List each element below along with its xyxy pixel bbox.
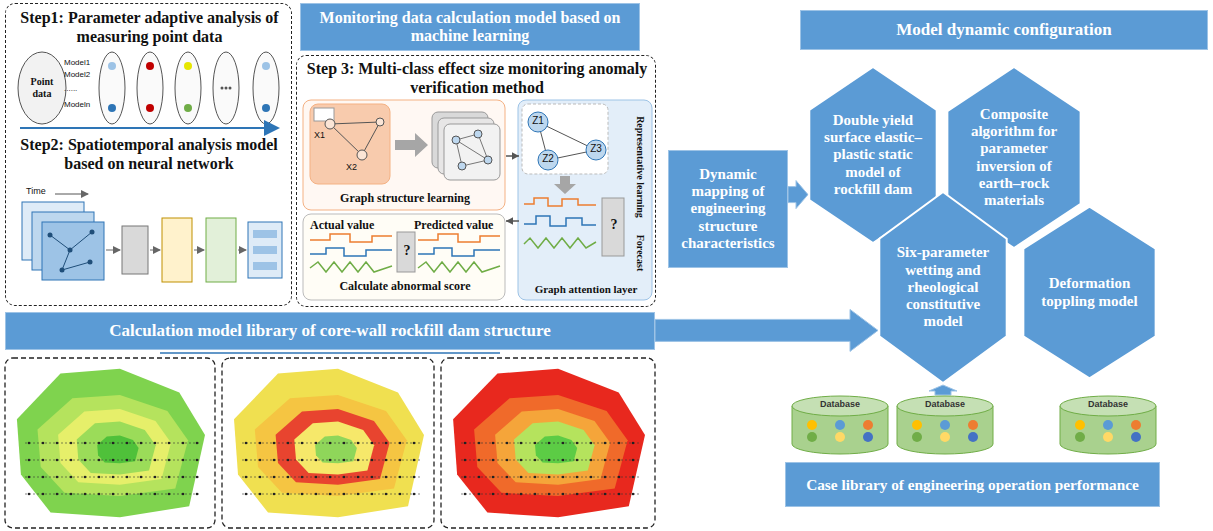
figure-label: ......: [64, 84, 94, 93]
database-icon: [1103, 420, 1113, 430]
database-icon: [1131, 432, 1141, 442]
database-icon: [940, 420, 950, 430]
figure-label: Model1: [64, 58, 94, 67]
node-text: Double yield surface elastic–plastic sta…: [822, 112, 923, 198]
node-text: Graph attention layer: [519, 283, 653, 296]
node-text: Deformation toppling model: [1037, 275, 1142, 310]
hexagon-outline: [879, 192, 1006, 383]
process-panel: Representative learningForecastGraph att…: [519, 101, 653, 301]
block-arrow: [788, 181, 808, 209]
node-text: Model dynamic configuration: [896, 20, 1111, 40]
node-text: Database: [790, 399, 890, 409]
node-text: Step1: Parameter adaptive analysis of me…: [18, 8, 281, 46]
dam-contour-figures: [5, 353, 655, 528]
node-text: Case library of engineering operation pe…: [806, 476, 1139, 494]
database-cylinder: Database: [895, 395, 995, 455]
node-text: Step2: Spatiotemporal analysis model bas…: [14, 135, 284, 173]
node-text: Database: [895, 399, 995, 409]
database-icon: [807, 432, 817, 442]
step-group-box: Step 3: Multi-class effect size monitori…: [296, 55, 656, 307]
node-text: Calculation model library of core-wall r…: [109, 321, 550, 341]
figure-label: Z3: [586, 143, 606, 155]
step-group-box: Step1: Parameter adaptive analysis of me…: [5, 3, 292, 306]
node-text: Calculate abnormal score: [304, 279, 506, 293]
node-text: Step 3: Multi-class effect size monitori…: [305, 59, 649, 97]
process-panel: Actual value? Predicted valueCalculate ab…: [304, 215, 506, 301]
database-icon: [835, 432, 845, 442]
node-text: Six-parameter wetting and rheological co…: [892, 244, 993, 330]
node-text: ?: [603, 217, 625, 234]
database-icon: [1131, 420, 1141, 430]
figure-label: Z1: [528, 115, 548, 127]
model-hexagon: Deformation toppling model: [1022, 205, 1157, 380]
graph-learning-figure: [310, 104, 500, 184]
anomaly-score-figure: [310, 232, 500, 272]
arrow-head: [512, 152, 519, 160]
figure-label: Point data: [22, 76, 62, 99]
process-panel: Graph structure learning: [304, 101, 506, 211]
connector: [788, 181, 808, 209]
node-text: Predicted value: [414, 218, 506, 232]
database-icon: [863, 432, 873, 442]
connector: [655, 309, 878, 351]
database-icon: [912, 432, 922, 442]
node-text: Representative learning: [634, 102, 646, 232]
section-banner: Model dynamic configuration: [800, 10, 1208, 50]
figure-label: Z2: [538, 153, 558, 165]
database-cylinder: Database: [790, 395, 890, 455]
panel-ground: [303, 214, 505, 300]
section-banner: Monitoring data calculation model based …: [300, 3, 640, 51]
point-data-figure: [18, 52, 279, 128]
figure-label: Model2: [64, 70, 94, 79]
database-icon: [835, 420, 845, 430]
database-icon: [940, 432, 950, 442]
neural-network-figure: [22, 194, 282, 282]
database-icon: [1103, 432, 1113, 442]
hexagon-outline: [1023, 207, 1155, 379]
connector: [506, 217, 519, 225]
connector: [929, 385, 957, 395]
node-text: ?: [398, 243, 416, 260]
block-arrow: [929, 385, 957, 395]
arrow-head: [506, 217, 513, 225]
attention-figure: [522, 104, 624, 256]
block-arrow: [655, 309, 878, 351]
database-icon: [968, 420, 978, 430]
database-icon: [968, 432, 978, 442]
node-text: Database: [1058, 399, 1158, 409]
figure-label: X1: [314, 130, 330, 140]
model-hexagon: Six-parameter wetting and rheological co…: [878, 190, 1008, 385]
node-text: Graph structure learning: [304, 191, 506, 205]
connector: [506, 152, 519, 160]
database-icon: [1075, 432, 1085, 442]
section-banner: Case library of engineering operation pe…: [785, 462, 1160, 507]
database-icon: [807, 420, 817, 430]
node-text: Forecast: [634, 228, 646, 278]
database-icon: [863, 420, 873, 430]
mapping-box: Dynamic mapping of engineering structure…: [668, 150, 788, 268]
panel-ground: [518, 100, 652, 300]
database-icon: [912, 420, 922, 430]
node-text: Monitoring data calculation model based …: [309, 9, 631, 46]
node-text: Dynamic mapping of engineering structure…: [675, 166, 781, 252]
database-icon: [1075, 420, 1085, 430]
figure-label: Modeln: [64, 100, 94, 109]
section-banner: Calculation model library of core-wall r…: [5, 312, 655, 350]
figure-label: Time: [26, 186, 54, 196]
node-text: Actual value: [310, 218, 405, 232]
figure-label: X2: [346, 162, 362, 172]
database-cylinder: Database: [1058, 395, 1158, 455]
panel-ground: [303, 100, 505, 210]
node-text: Composite algorithm for parameter invers…: [961, 106, 1067, 210]
